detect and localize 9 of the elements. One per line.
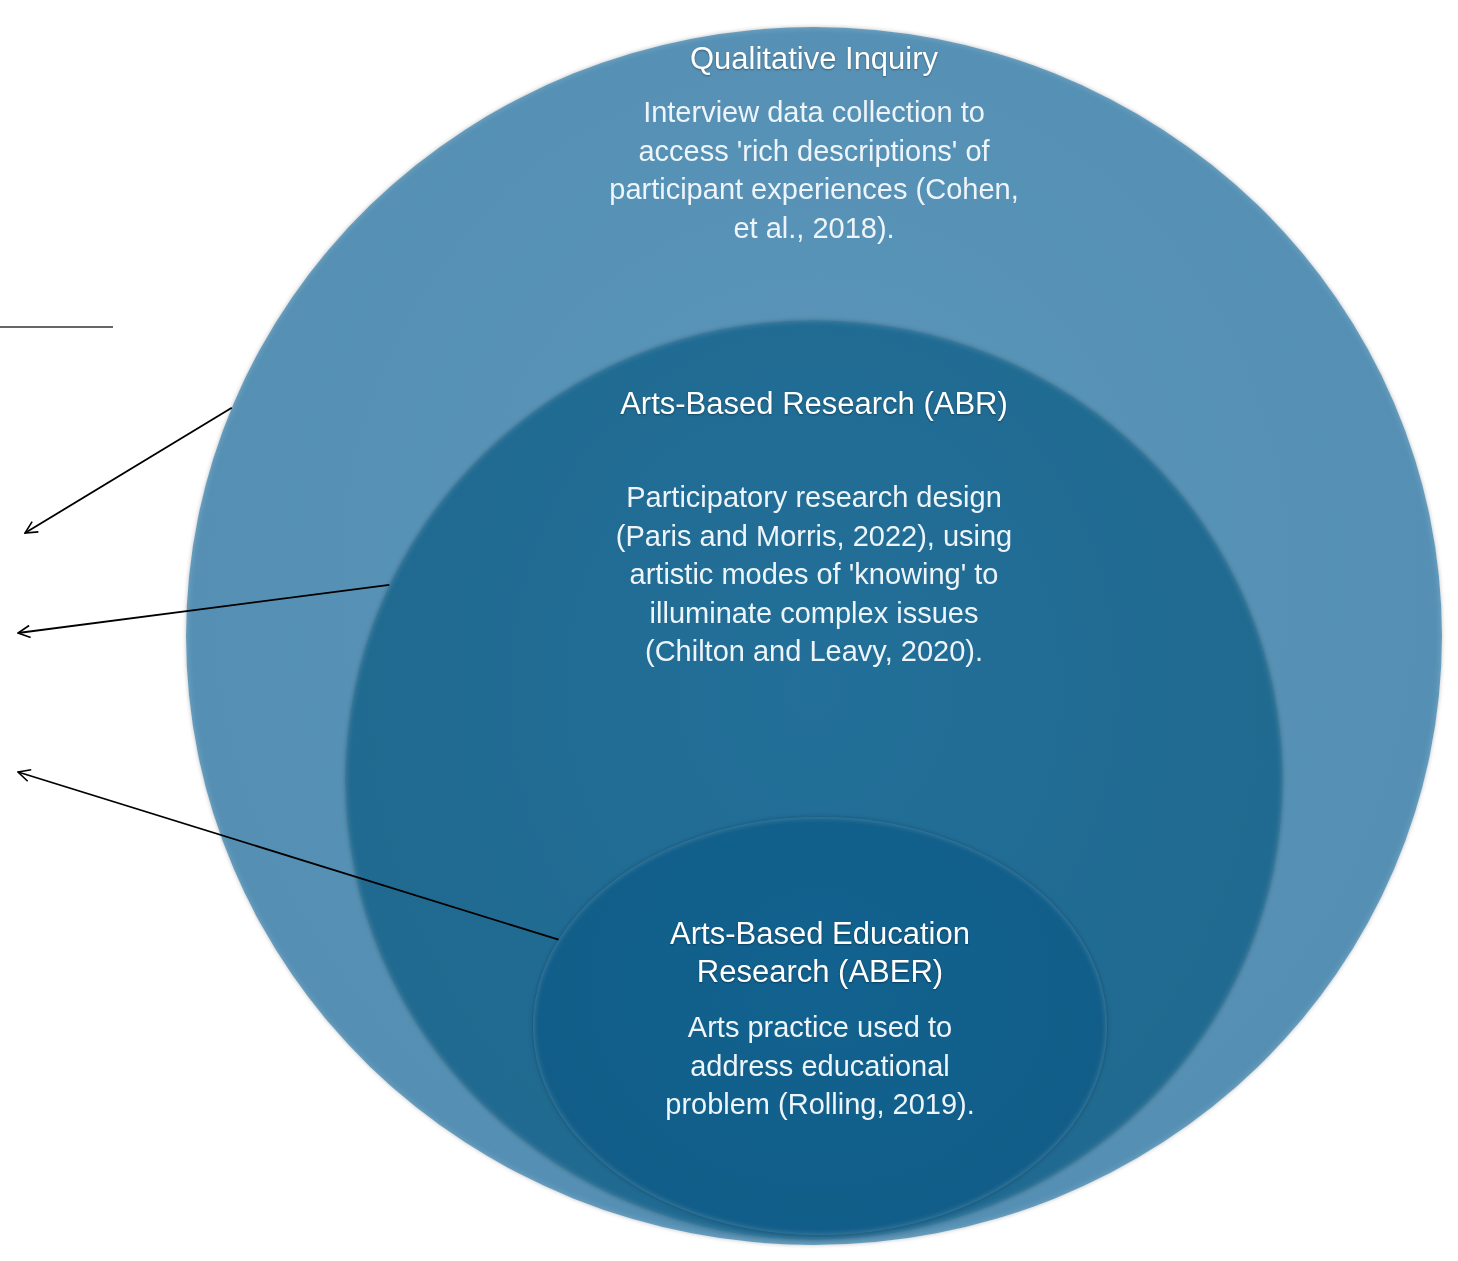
circle-heading: Arts-Based Research (ABR) — [619, 385, 1009, 423]
circle-heading: Qualitative Inquiry — [688, 40, 940, 78]
circle-heading: Arts-Based Education Research (ABER) — [669, 915, 971, 991]
circle-description: Participatory research design (Paris and Morris, 2022), using artistic modes of 'knowing' to illuminate complex issues (Chilton and Leavy, 2020). — [614, 480, 1014, 669]
arrow — [17, 584, 391, 639]
arrow — [17, 769, 560, 941]
circle-description: Arts practice used to address educational problem (Rolling, 2019). — [664, 1010, 976, 1122]
circle-description: Interview data collection to access 'rich descriptions' of participant experiences (Cohen, et al., 2018). — [608, 95, 1020, 246]
arrow — [24, 406, 233, 534]
